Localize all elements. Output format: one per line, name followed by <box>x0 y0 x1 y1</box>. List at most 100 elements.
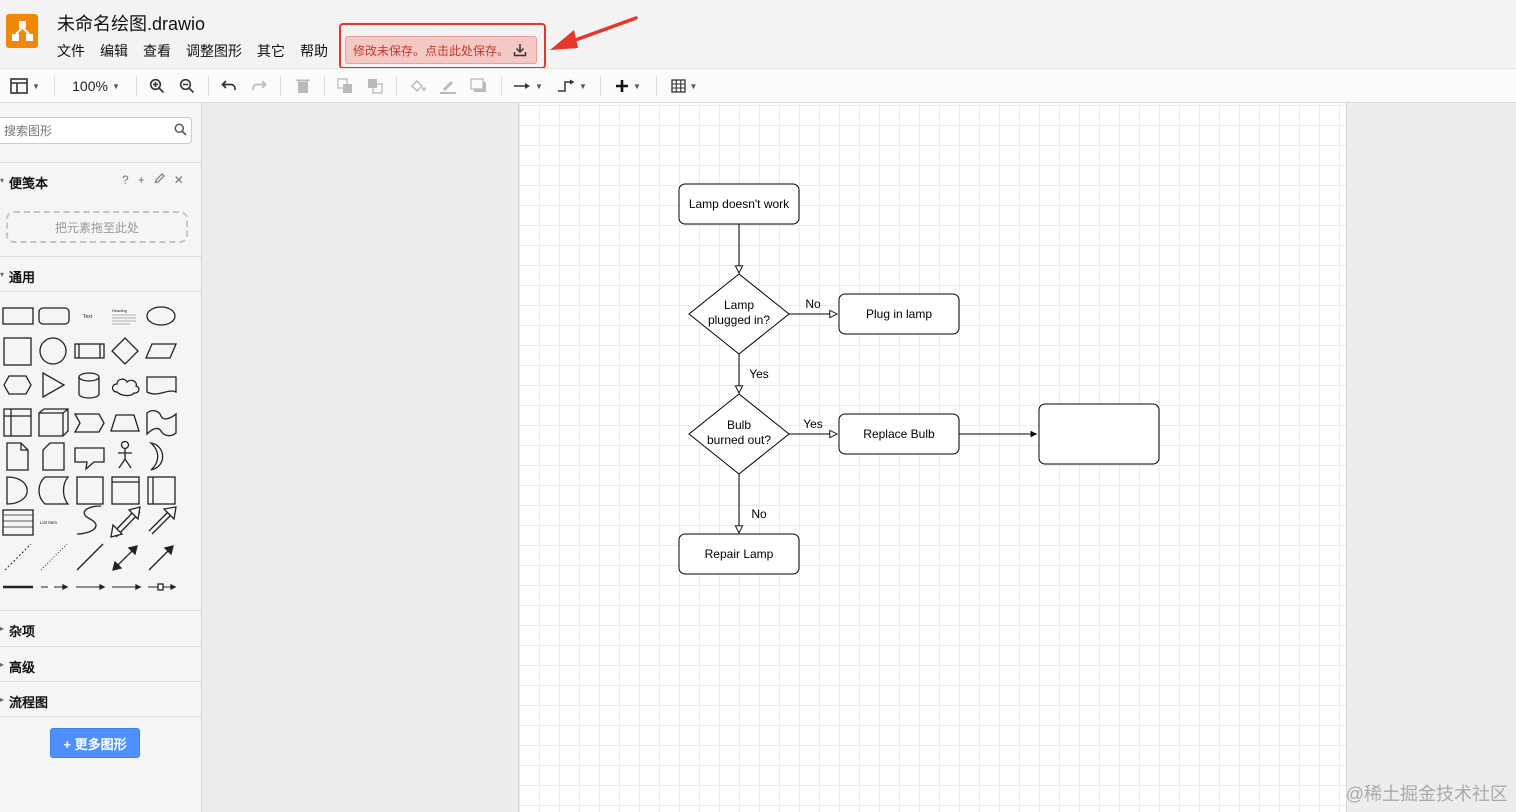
shape-process[interactable] <box>74 343 105 359</box>
shape-hexagon[interactable] <box>3 375 32 395</box>
advanced-section-title[interactable]: 高级 <box>9 660 36 675</box>
search-icon[interactable] <box>174 123 187 136</box>
shape-triangle[interactable] <box>42 371 66 399</box>
node-bulb-burned-out-decision[interactable]: Bulb burned out? <box>688 393 790 475</box>
chevron-down-icon: ▼ <box>689 81 698 91</box>
help-icon[interactable]: ? <box>122 173 129 187</box>
fill-color-button[interactable] <box>406 69 430 103</box>
menu-help[interactable]: 帮助 <box>300 43 328 59</box>
table-dropdown[interactable]: ▼ <box>666 69 702 103</box>
shape-container[interactable] <box>76 476 104 505</box>
node-empty[interactable] <box>1038 403 1160 465</box>
shape-bidirectional-arrow[interactable] <box>110 506 141 538</box>
connection-style-dropdown[interactable]: ▼ <box>510 69 546 103</box>
shape-directional-connector[interactable] <box>148 545 174 571</box>
close-icon[interactable]: ✕ <box>173 173 184 187</box>
shape-ellipse[interactable] <box>146 306 176 326</box>
zoom-out-button[interactable] <box>176 69 198 103</box>
shape-cylinder[interactable] <box>78 372 100 399</box>
elbow-connector-icon <box>558 79 575 92</box>
shape-rectangle[interactable] <box>2 307 34 325</box>
shape-connector-with-3-labels[interactable] <box>112 583 142 591</box>
node-lamp-doesnt-work[interactable]: Lamp doesn't work <box>678 183 800 225</box>
shape-note[interactable] <box>6 442 29 471</box>
unsaved-changes-button[interactable]: 修改未保存。点击此处保存。 <box>345 36 537 64</box>
shape-card[interactable] <box>42 442 65 471</box>
misc-section-title[interactable]: 杂项 <box>9 624 36 639</box>
redo-button[interactable] <box>248 69 270 103</box>
menu-view[interactable]: 查看 <box>143 43 171 59</box>
shape-textbox[interactable]: Heading <box>112 308 136 325</box>
delete-button[interactable] <box>292 69 314 103</box>
node-label: Repair Lamp <box>705 547 774 561</box>
shape-circle[interactable] <box>39 337 67 365</box>
shape-document[interactable] <box>146 376 177 395</box>
shape-rounded-rectangle[interactable] <box>38 307 70 325</box>
scratchpad-title[interactable]: 便笺本 <box>9 176 49 191</box>
chevron-down-icon: ▼ <box>111 81 120 91</box>
insert-dropdown[interactable]: ▼ <box>610 69 646 103</box>
shape-cube[interactable] <box>38 408 69 437</box>
shape-internal-storage[interactable] <box>3 408 32 437</box>
document-title[interactable]: 未命名绘图.drawio <box>57 14 206 34</box>
shape-swimlane[interactable] <box>111 476 140 505</box>
shape-line[interactable] <box>76 543 104 571</box>
menu-edit[interactable]: 编辑 <box>100 43 128 59</box>
shape-tape[interactable] <box>146 410 177 437</box>
shape-connector-with-2-labels[interactable] <box>76 583 106 591</box>
shape-list-item[interactable]: List Item <box>40 520 57 525</box>
undo-button[interactable] <box>218 69 240 103</box>
line-color-button[interactable] <box>436 69 460 103</box>
to-front-button[interactable] <box>334 69 356 103</box>
edit-icon[interactable] <box>154 173 165 187</box>
shape-delay[interactable] <box>6 476 28 505</box>
shape-cloud[interactable] <box>111 378 140 397</box>
menu-arrange[interactable]: 调整图形 <box>186 43 242 59</box>
edge-label-q2-yes[interactable]: Yes <box>803 417 823 431</box>
zoom-in-button[interactable] <box>146 69 168 103</box>
shape-data-storage[interactable] <box>38 476 70 505</box>
node-lamp-plugged-in-decision[interactable]: Lamp plugged in? <box>688 273 790 355</box>
shape-diamond[interactable] <box>111 337 139 365</box>
edge-label-q2-no[interactable]: No <box>751 507 767 521</box>
node-plug-in-lamp[interactable]: Plug in lamp <box>838 293 960 335</box>
straight-arrow-icon <box>514 83 531 89</box>
shape-step[interactable] <box>73 413 105 433</box>
zoom-dropdown[interactable]: 100% ▼ <box>66 69 126 103</box>
shape-trapezoid[interactable] <box>110 414 140 432</box>
shape-connector-with-symbol[interactable] <box>148 583 177 591</box>
toolbar-divider <box>396 76 397 96</box>
shape-actor[interactable] <box>118 440 132 469</box>
shape-text[interactable]: Text <box>83 314 93 320</box>
flowchart-section-title[interactable]: 流程图 <box>9 695 49 710</box>
shape-list[interactable] <box>2 509 34 536</box>
chevron-down-icon: ▼ <box>633 81 641 91</box>
shape-dotted-line[interactable] <box>40 543 68 571</box>
shape-arrow[interactable] <box>148 506 177 535</box>
diagram-page[interactable]: No Yes Yes No Lamp doesn't work Lamp plu… <box>518 103 1347 812</box>
node-repair-lamp[interactable]: Repair Lamp <box>678 533 800 575</box>
node-replace-bulb[interactable]: Replace Bulb <box>838 413 960 455</box>
waypoints-dropdown[interactable]: ▼ <box>554 69 590 103</box>
shape-curve[interactable] <box>76 505 102 535</box>
shape-parallelogram[interactable] <box>145 343 177 359</box>
add-icon[interactable]: + <box>137 173 145 187</box>
general-section-title[interactable]: 通用 <box>9 270 36 285</box>
menu-extras[interactable]: 其它 <box>257 43 285 59</box>
to-back-button[interactable] <box>364 69 386 103</box>
shape-or[interactable] <box>148 442 164 471</box>
shape-dashed-line[interactable] <box>4 543 32 571</box>
shape-square[interactable] <box>3 337 32 366</box>
shadow-button[interactable] <box>467 69 491 103</box>
shape-search-input[interactable] <box>0 117 192 144</box>
scratchpad-dropzone[interactable]: 把元素拖至此处 <box>6 211 188 243</box>
edge-label-q1-yes[interactable]: Yes <box>749 367 769 381</box>
menu-file[interactable]: 文件 <box>57 43 85 59</box>
shape-bidirectional-connector[interactable] <box>112 545 138 571</box>
format-panel-toggle[interactable]: ▼ <box>6 69 44 103</box>
shape-connector-with-label[interactable] <box>41 583 69 591</box>
more-shapes-button[interactable]: + 更多图形 <box>50 728 140 758</box>
shape-callout[interactable] <box>74 447 105 471</box>
edge-label-q1-no[interactable]: No <box>805 297 821 311</box>
shape-vertical-container[interactable] <box>147 476 176 505</box>
